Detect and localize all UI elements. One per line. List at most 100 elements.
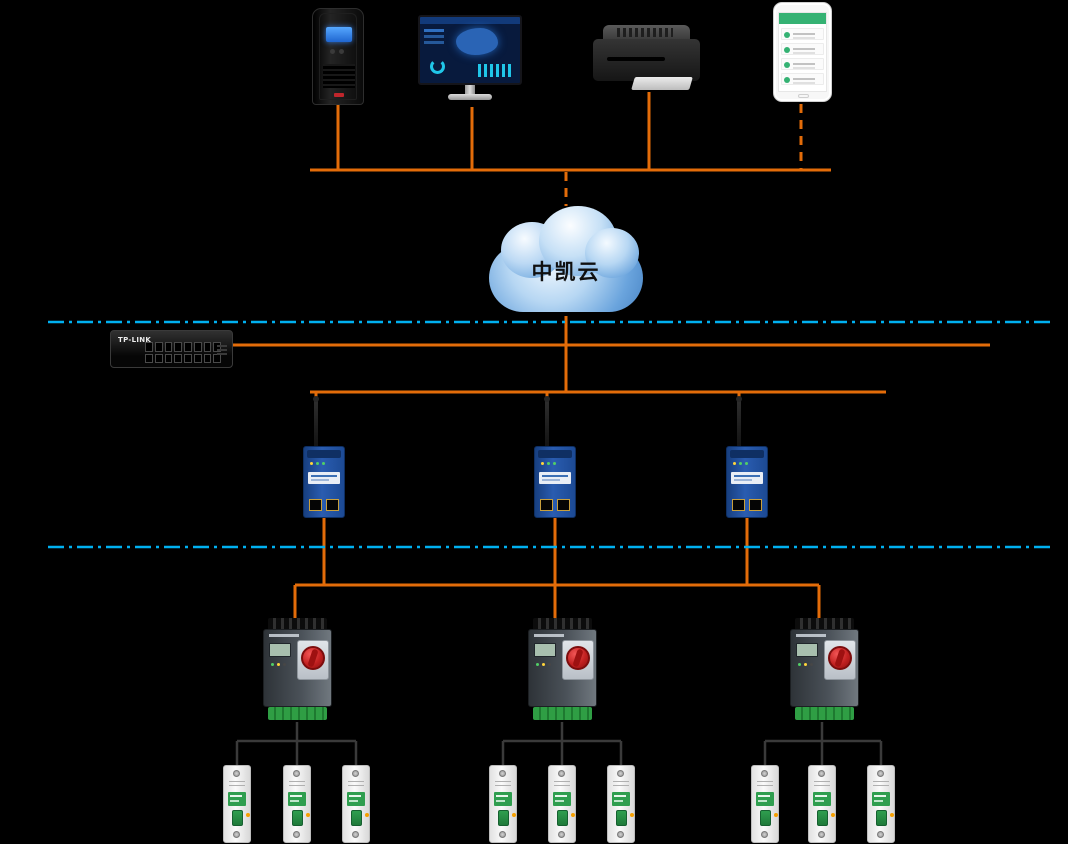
breaker-indicator-dot <box>774 813 778 817</box>
breaker-markings <box>873 781 889 789</box>
ethernet-port <box>193 342 202 352</box>
ethernet-port <box>557 499 570 511</box>
circuit-breaker <box>607 765 635 843</box>
circuit-breaker <box>223 765 251 843</box>
ethernet-port <box>174 353 182 363</box>
app-list-item <box>781 28 824 40</box>
antenna-icon <box>736 396 742 448</box>
breaker-screw-top <box>761 770 768 777</box>
circuit-breaker <box>808 765 836 843</box>
controller-terminal-bottom <box>533 707 592 720</box>
breaker-label <box>288 792 306 806</box>
mobile-phone <box>773 2 832 102</box>
ethernet-port <box>203 353 212 363</box>
controller-status-leds <box>536 663 539 666</box>
antenna-icon <box>544 396 550 448</box>
phone-home-button <box>798 94 809 98</box>
ethernet-port <box>174 342 182 352</box>
rotary-handle-icon <box>301 646 325 670</box>
breaker-toggle <box>557 810 568 826</box>
gateway-top-panel <box>538 450 572 458</box>
switch-port-block <box>145 342 221 363</box>
wireless-gateway-2 <box>534 396 576 518</box>
controller-terminal-top <box>795 618 854 630</box>
controller-terminal-bottom <box>795 707 854 720</box>
ethernet-port <box>164 353 173 363</box>
rotary-handle-icon <box>828 646 852 670</box>
gateway-status-leds <box>541 462 544 465</box>
printer-device <box>593 25 700 92</box>
controller-status-leds <box>271 663 274 666</box>
ups-buttons <box>330 49 335 54</box>
app-list-item <box>781 73 824 85</box>
breaker-screw-bottom <box>877 831 884 838</box>
breaker-screw-top <box>877 770 884 777</box>
wireless-gateway-1 <box>303 396 345 518</box>
branch-group1 <box>235 722 358 766</box>
breaker-screw-bottom <box>352 831 359 838</box>
breaker-toggle <box>351 810 362 826</box>
breaker-indicator-dot <box>890 813 894 817</box>
breaker-label <box>756 792 774 806</box>
ethernet-port <box>164 342 173 352</box>
breaker-indicator-dot <box>365 813 369 817</box>
switch-brand-label: TP-LINK <box>118 336 152 344</box>
gateway-ethernet-ports <box>732 499 762 512</box>
breaker-screw-top <box>499 770 506 777</box>
controller-display <box>269 643 291 657</box>
breaker-screw-bottom <box>558 831 565 838</box>
switch-vents <box>217 345 227 357</box>
ups-lcd-screen <box>326 27 352 42</box>
app-list-item <box>781 43 824 55</box>
ethernet-port <box>193 353 202 363</box>
gateway-label <box>308 472 340 484</box>
ethernet-port <box>203 342 212 352</box>
antenna-icon <box>313 396 319 448</box>
circuit-breaker <box>548 765 576 843</box>
breaker-toggle <box>760 810 771 826</box>
gateway-ethernet-ports <box>540 499 570 512</box>
breaker-markings <box>348 781 364 789</box>
breaker-indicator-dot <box>571 813 575 817</box>
breaker-screw-bottom <box>761 831 768 838</box>
monitor-stand-neck <box>465 85 475 94</box>
ethernet-port <box>749 499 762 511</box>
ethernet-port <box>145 353 153 363</box>
branch-group3 <box>763 722 883 766</box>
controller-brand <box>534 634 564 637</box>
monitor-stand-base <box>448 94 492 100</box>
breaker-screw-bottom <box>818 831 825 838</box>
branch-group2 <box>501 722 623 766</box>
phone-screen <box>778 12 827 92</box>
ups-front-panel <box>319 13 357 100</box>
breaker-toggle <box>876 810 887 826</box>
app-header-bar <box>779 13 826 24</box>
breaker-screw-top <box>352 770 359 777</box>
dashboard-bar-chart <box>478 64 512 77</box>
controller-status-leds <box>798 663 801 666</box>
circuit-breaker <box>342 765 370 843</box>
breaker-screw-top <box>617 770 624 777</box>
circuit-breaker <box>283 765 311 843</box>
breaker-toggle <box>498 810 509 826</box>
breaker-toggle <box>232 810 243 826</box>
breaker-indicator-dot <box>630 813 634 817</box>
circuit-breaker <box>751 765 779 843</box>
controller-terminal-top <box>268 618 327 630</box>
breaker-screw-bottom <box>499 831 506 838</box>
breaker-screw-top <box>293 770 300 777</box>
monitor-screen <box>418 15 522 85</box>
breaker-indicator-dot <box>306 813 310 817</box>
dashboard-gauge <box>430 59 445 74</box>
gateway-label <box>539 472 571 484</box>
printer-vents <box>617 28 673 37</box>
cloud-shape-bump <box>585 228 639 278</box>
breaker-screw-top <box>233 770 240 777</box>
gateway-ethernet-ports <box>309 499 339 512</box>
breaker-label <box>494 792 512 806</box>
ups-logo <box>334 93 344 97</box>
breaker-markings <box>289 781 305 789</box>
ethernet-port <box>154 353 163 363</box>
printer-output-slot <box>607 57 665 61</box>
breaker-label <box>553 792 571 806</box>
